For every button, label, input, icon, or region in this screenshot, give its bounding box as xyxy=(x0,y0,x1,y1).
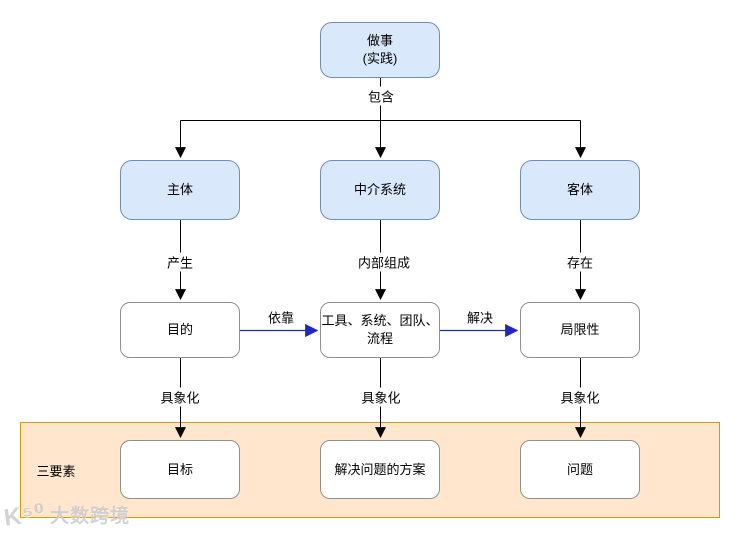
edge-label-concretize-2: 具象化 xyxy=(359,387,403,407)
edge-label-concretize-3: 具象化 xyxy=(558,387,602,407)
edge-label-rely: 依靠 xyxy=(265,307,297,327)
node-limitation: 局限性 xyxy=(520,302,640,358)
node-goal: 目标 xyxy=(120,440,240,499)
node-intermediary-system: 中介系统 xyxy=(320,160,440,220)
node-problem-label: 问题 xyxy=(566,461,593,477)
node-practice: 做事 (实践) xyxy=(320,22,440,78)
edge-label-contain: 包含 xyxy=(365,86,397,106)
node-subject: 主体 xyxy=(120,160,240,220)
node-intermediary-system-label: 中介系统 xyxy=(353,182,406,198)
watermark: K⁵⁰ 大数跨境 xyxy=(2,499,131,532)
node-goal-label: 目标 xyxy=(166,461,193,477)
node-problem: 问题 xyxy=(520,440,640,499)
edge-label-exist: 存在 xyxy=(564,252,596,272)
edge-label-internal-composition: 内部组成 xyxy=(355,252,413,272)
edge-label-produce: 产生 xyxy=(164,252,196,272)
node-purpose: 目的 xyxy=(120,302,240,358)
node-tools-label: 工具、系统、团队、 流程 xyxy=(321,313,439,346)
node-tools-systems-teams-processes: 工具、系统、团队、 流程 xyxy=(320,302,440,358)
node-practice-label: 做事 (实践) xyxy=(362,33,398,66)
node-purpose-label: 目的 xyxy=(166,322,193,338)
watermark-text: 大数跨境 xyxy=(50,506,131,528)
node-object-label: 客体 xyxy=(566,182,593,198)
node-solution: 解决问题的方案 xyxy=(320,440,440,499)
node-solution-label: 解决问题的方案 xyxy=(334,461,426,477)
node-subject-label: 主体 xyxy=(166,182,193,198)
edge-label-concretize-1: 具象化 xyxy=(158,387,202,407)
edge-label-solve: 解决 xyxy=(464,307,496,327)
node-object: 客体 xyxy=(520,160,640,220)
node-limitation-label: 局限性 xyxy=(560,322,600,338)
watermark-logo-icon: K⁵⁰ xyxy=(2,499,48,532)
group-label-three-elements: 三要素 xyxy=(36,464,76,479)
